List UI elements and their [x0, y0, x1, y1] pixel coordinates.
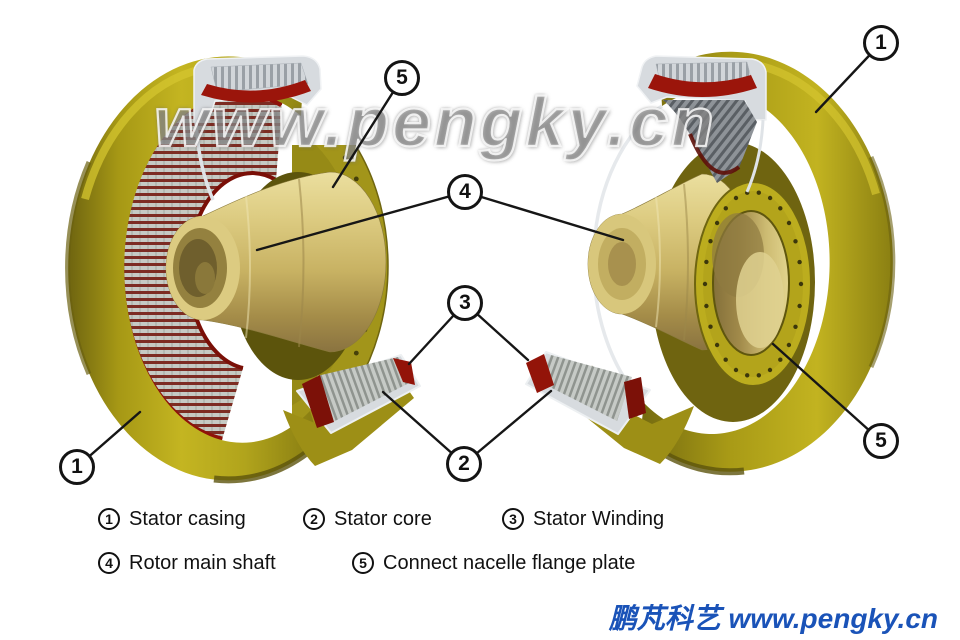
- legend-label-stator-casing: Stator casing: [129, 507, 246, 530]
- legend-item-stator-core: 2 Stator core: [303, 507, 432, 531]
- legend-item-rotor-main-shaft: 4 Rotor main shaft: [98, 551, 276, 575]
- legend-num-3: 3: [502, 508, 524, 530]
- legend-label-rotor-main-shaft: Rotor main shaft: [129, 551, 276, 574]
- flange-bolt-holes-right: [702, 190, 804, 378]
- stator-winding-end-right-b: [624, 377, 646, 419]
- callout-4-shaft: 4: [447, 174, 483, 210]
- callout-1-casing-left: 1: [59, 449, 95, 485]
- legend-num-2: 2: [303, 508, 325, 530]
- stator-winding-end-right-a: [526, 354, 554, 393]
- rotor-main-shaft-left: [165, 171, 387, 353]
- stator-winding-end-left-b: [393, 358, 415, 385]
- stator-core-piece-left: [283, 354, 421, 466]
- callout-5-flange-right: 5: [863, 423, 899, 459]
- legend-label-stator-core: Stator core: [334, 507, 432, 530]
- callout-3-winding: 3: [447, 285, 483, 321]
- hub-backplate-right: [651, 142, 815, 422]
- leader-shaft-right: [463, 190, 625, 242]
- nacelle-flange-plate-right: [694, 181, 812, 387]
- callout-1-casing-right: 1: [863, 25, 899, 61]
- legend-label-stator-winding: Stator Winding: [533, 507, 665, 530]
- leader-flange-right: [771, 342, 883, 443]
- leader-shaft-left: [255, 190, 467, 252]
- legend-num-1: 1: [98, 508, 120, 530]
- legend-item-stator-casing: 1 Stator casing: [98, 507, 246, 531]
- rotor-main-shaft-right: [587, 173, 753, 351]
- footer-site-brand: 鹏芃科艺 www.pengky.cn: [608, 603, 938, 634]
- callout-5-flange-left: 5: [384, 60, 420, 96]
- legend-num-5: 5: [352, 552, 374, 574]
- stator-winding-end-left-a: [302, 375, 334, 428]
- legend-label-connect-nacelle-flange-plate: Connect nacelle flange plate: [383, 551, 636, 574]
- legend-item-stator-winding: 3 Stator Winding: [502, 507, 664, 531]
- flange-bolt-holes-left: [314, 155, 376, 411]
- hub-shadow-left: [232, 172, 364, 380]
- callout-2-core: 2: [446, 446, 482, 482]
- stator-core-piece-right: [525, 351, 694, 464]
- legend-item-connect-nacelle-flange-plate: 5 Connect nacelle flange plate: [352, 551, 635, 575]
- watermark-text: www.pengky.cn: [153, 82, 717, 162]
- legend-num-4: 4: [98, 552, 120, 574]
